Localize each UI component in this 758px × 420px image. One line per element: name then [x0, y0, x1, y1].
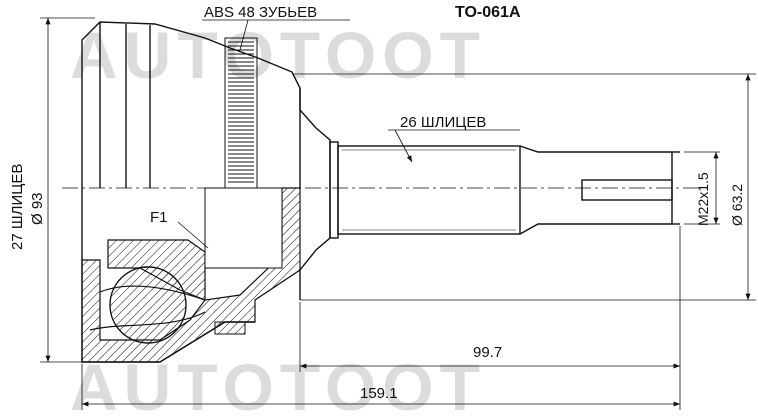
part-code: TO-061A: [455, 4, 521, 21]
abs-ring: [224, 37, 258, 189]
shaft-length-dim: [299, 226, 681, 372]
thread-dim: [684, 151, 720, 225]
housing-diameter-label: Ø 93: [29, 192, 46, 225]
inner-splines-label: 27 ШЛИЦЕВ: [9, 164, 26, 250]
watermark-top: AUTOTOOT: [70, 18, 486, 92]
joint-ball: [89, 266, 206, 344]
housing-diameter-dim: [40, 17, 95, 363]
shaft-splines: [342, 149, 516, 231]
shaft-diameter-label: Ø 63.2: [729, 184, 745, 226]
abs-leader: [239, 19, 249, 51]
abs-teeth-label: ABS 48 ЗУБЬЕВ: [204, 4, 317, 21]
f1-label: F1: [150, 209, 168, 226]
total-length-label: 159.1: [360, 385, 398, 402]
thread-label: M22x1.5: [695, 172, 711, 226]
total-length-dim: [81, 364, 681, 410]
shaft-length-label: 99.7: [473, 344, 502, 361]
f1-leader: [177, 221, 209, 249]
section-view: [81, 187, 301, 363]
outer-splines-leader: [394, 129, 413, 163]
shaft-diameter-dim: [292, 73, 756, 301]
shaft: [299, 88, 680, 300]
outer-splines-label: 26 ШЛИЦЕВ: [400, 114, 486, 131]
